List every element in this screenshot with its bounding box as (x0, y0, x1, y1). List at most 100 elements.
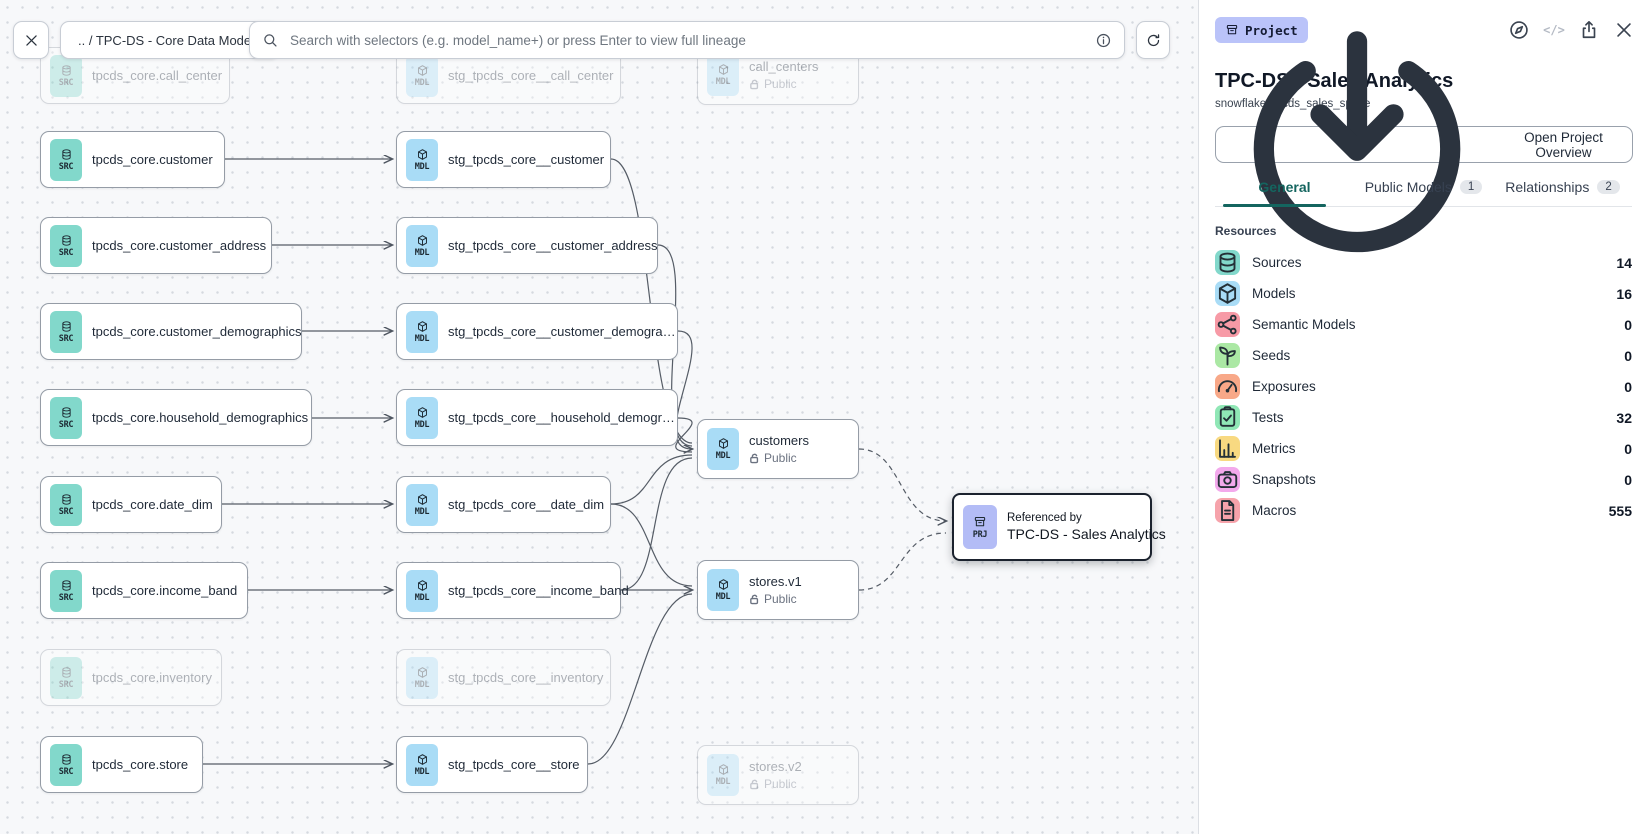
lineage-edge (620, 457, 693, 591)
breadcrumb[interactable]: .. / TPC-DS - Core Data Models (60, 21, 279, 59)
resource-count: 0 (1624, 440, 1632, 457)
mdl-badge-chip: MDL (707, 569, 739, 611)
node-label: tpcds_core.income_band (92, 583, 238, 598)
resource-count: 14 (1616, 254, 1632, 271)
semantic-graph-icon (1215, 312, 1240, 337)
chip-label: SRC (58, 592, 74, 603)
database-icon (60, 579, 73, 592)
resource-count: 0 (1624, 378, 1632, 395)
chip-label: SRC (58, 161, 74, 172)
chip-label: MDL (715, 77, 731, 87)
lock-open-icon (749, 779, 760, 790)
project-node[interactable]: PRJ Referenced by TPC-DS - Sales Analyti… (952, 493, 1166, 561)
node-visibility: Public (749, 451, 809, 465)
tab-label: General (1258, 179, 1311, 195)
resource-count: 0 (1624, 316, 1632, 333)
database-icon (60, 234, 73, 247)
visibility-label: Public (764, 777, 797, 791)
node-label: customers (749, 433, 809, 448)
mdl-badge-chip: MDL (406, 656, 438, 699)
close-lineage-button[interactable] (13, 21, 49, 59)
info-icon[interactable] (1095, 32, 1112, 49)
lineage-node-src_date_dim[interactable]: SRC tpcds_core.date_dim (40, 476, 222, 533)
project-subtitle: snowflake_tpcds_sales_spoke (1215, 98, 1371, 110)
src-badge-chip: SRC (50, 224, 82, 267)
explore-lineage-button[interactable] (1508, 19, 1530, 41)
tab-general[interactable]: General (1215, 179, 1354, 207)
cube-icon (717, 63, 730, 76)
resource-count: 0 (1624, 471, 1632, 488)
archive-icon (973, 515, 987, 529)
lineage-node-mdl_date_dim[interactable]: MDL stg_tpcds_core__date_dim (396, 476, 611, 533)
lineage-edge (587, 593, 693, 765)
resource-label: Seeds (1252, 348, 1291, 363)
node-label: tpcds_core.date_dim (92, 497, 213, 512)
node-label: stg_tpcds_core__customer_demogra… (448, 324, 676, 339)
close-panel-button[interactable] (1613, 19, 1635, 41)
lock-open-icon (749, 594, 760, 605)
project-node-title: TPC-DS - Sales Analytics (1007, 526, 1166, 542)
close-icon (23, 32, 40, 49)
cube-icon (416, 579, 429, 592)
search-icon (262, 32, 279, 49)
chip-label: SRC (58, 247, 74, 258)
cube-icon (717, 437, 730, 450)
document-icon (1215, 498, 1240, 523)
node-label: tpcds_core.call_center (92, 68, 223, 83)
open-project-overview-button[interactable]: Open Project Overview (1215, 31, 1633, 253)
database-icon (60, 666, 73, 679)
lineage-edges (203, 0, 1198, 834)
node-label: call_centers (749, 59, 819, 74)
node-label: stg_tpcds_core__customer (448, 152, 605, 167)
lineage-node-src_income_band[interactable]: SRC tpcds_core.income_band (40, 562, 248, 619)
chip-label: PRJ (972, 529, 988, 540)
mdl-badge-chip: MDL (707, 428, 739, 470)
lineage-node-mdl_household_demographics[interactable]: MDL stg_tpcds_core__household_demogr… (396, 389, 678, 446)
visibility-label: Public (764, 592, 797, 606)
search-input[interactable] (288, 31, 1086, 49)
chip-label: SRC (58, 77, 74, 88)
chip-label: MDL (414, 506, 430, 517)
database-icon (60, 64, 73, 77)
refresh-button[interactable] (1136, 21, 1170, 59)
cube-icon (717, 578, 730, 591)
src-badge-chip: SRC (50, 310, 82, 353)
cube-icon (416, 320, 429, 333)
lineage-edge (858, 448, 946, 521)
node-label: stg_tpcds_core__date_dim (448, 497, 605, 512)
src-badge-chip: SRC (50, 483, 82, 526)
mdl-badge-chip: MDL (406, 224, 438, 267)
chip-label: MDL (414, 419, 430, 430)
lineage-search (249, 21, 1125, 59)
lineage-edge (675, 330, 692, 449)
database-icon (60, 493, 73, 506)
share-button[interactable] (1578, 19, 1600, 41)
cube-icon (416, 148, 429, 161)
node-label: stg_tpcds_core__household_demogr… (448, 410, 675, 425)
cube-icon (416, 493, 429, 506)
cube-icon (416, 753, 429, 766)
mdl-badge-chip: MDL (406, 396, 438, 439)
resource-count: 555 (1608, 502, 1632, 519)
